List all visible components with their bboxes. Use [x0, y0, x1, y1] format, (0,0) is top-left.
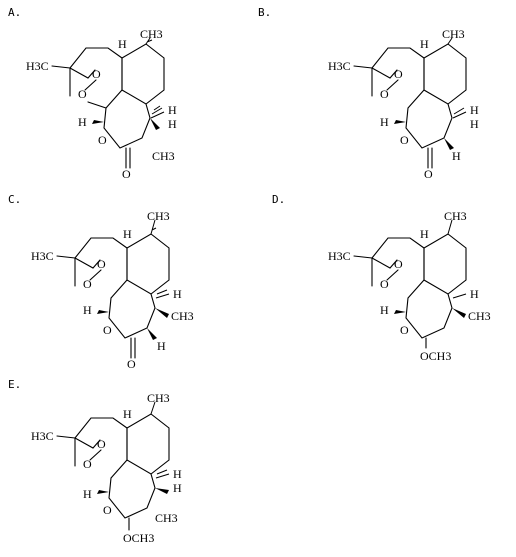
atom-h-left: H	[380, 303, 389, 317]
panel-label: D.	[272, 193, 285, 206]
atom-h-left: H	[78, 115, 87, 129]
atom-och3: OCH3	[123, 531, 154, 545]
atom-ch3-top: CH3	[140, 27, 163, 41]
atom-o-peroxide-2: O	[380, 277, 389, 291]
atom-o-ring: O	[103, 323, 112, 337]
atom-ch3-right: CH3	[171, 309, 194, 323]
atom-h-top: H	[123, 407, 132, 421]
atom-h-right-1: H	[470, 103, 479, 117]
atom-o-peroxide-1: O	[97, 257, 106, 271]
panel-label: A.	[8, 6, 21, 19]
panel-b: B. H3C H CH3 O O H H H O H	[258, 6, 479, 181]
molecule-skeleton	[353, 219, 467, 349]
atom-o-ring: O	[400, 133, 409, 147]
atom-h3c: H3C	[328, 249, 351, 263]
atom-o-carbonyl: O	[122, 167, 131, 181]
atom-o-peroxide-2: O	[83, 457, 92, 471]
atom-h-right-2: H	[168, 117, 177, 131]
atom-h-left: H	[83, 487, 92, 501]
atom-h-right-2: H	[173, 481, 182, 495]
atom-h3c: H3C	[26, 59, 49, 73]
atom-h3c: H3C	[31, 429, 54, 443]
atom-h-top: H	[118, 37, 127, 51]
atom-h-bottom: H	[452, 149, 461, 163]
atom-o-peroxide-2: O	[83, 277, 92, 291]
atom-h-right-1: H	[168, 103, 177, 117]
panel-c: C. H3C H CH3 O O H H CH3 O	[8, 193, 194, 371]
atom-ch3-bottom: CH3	[152, 149, 175, 163]
atom-h-right-2: H	[470, 117, 479, 131]
atom-o-carbonyl: O	[127, 357, 136, 371]
atom-h3c: H3C	[31, 249, 54, 263]
panel-label: C.	[8, 193, 21, 206]
atom-o-carbonyl: O	[424, 167, 433, 181]
panel-d: D. H3C H CH3 O O H H CH3 O OCH3	[272, 193, 491, 363]
atom-o-ring: O	[98, 133, 107, 147]
atom-o-peroxide-2: O	[380, 87, 389, 101]
atom-h-right-1: H	[173, 467, 182, 481]
atom-o-ring: O	[400, 323, 409, 337]
atom-h-left: H	[83, 303, 92, 317]
atom-ch3-top: CH3	[442, 27, 465, 41]
atom-h-right-1: H	[470, 287, 479, 301]
molecule-skeleton	[51, 37, 165, 169]
panel-e: E. H3C H CH3 O O H H H O CH3	[8, 378, 182, 545]
atom-ch3-right: CH3	[155, 511, 178, 525]
molecule-skeleton	[56, 219, 170, 359]
atom-o-ring: O	[103, 503, 112, 517]
atom-h-top: H	[123, 227, 132, 241]
atom-o-peroxide-1: O	[92, 67, 101, 81]
atom-h3c: H3C	[328, 59, 351, 73]
atom-h-right-1: H	[173, 287, 182, 301]
atom-h-left: H	[380, 115, 389, 129]
atom-och3: OCH3	[420, 349, 451, 363]
atom-o-peroxide-1: O	[394, 67, 403, 81]
atom-ch3-top: CH3	[147, 209, 170, 223]
panel-a: A. H3C H CH3 O	[8, 6, 177, 181]
atom-ch3-right: CH3	[468, 309, 491, 323]
atom-o-peroxide-1: O	[97, 437, 106, 451]
atom-h-top: H	[420, 37, 429, 51]
molecule-skeleton	[353, 37, 467, 169]
panel-label: E.	[8, 378, 21, 391]
atom-o-peroxide-1: O	[394, 257, 403, 271]
atom-ch3-top: CH3	[147, 391, 170, 405]
panel-label: B.	[258, 6, 271, 19]
atom-o-peroxide-2: O	[78, 87, 87, 101]
atom-h-top: H	[420, 227, 429, 241]
molecule-skeleton	[56, 401, 170, 531]
atom-ch3-top: CH3	[444, 209, 467, 223]
atom-h-bottom: H	[157, 339, 166, 353]
